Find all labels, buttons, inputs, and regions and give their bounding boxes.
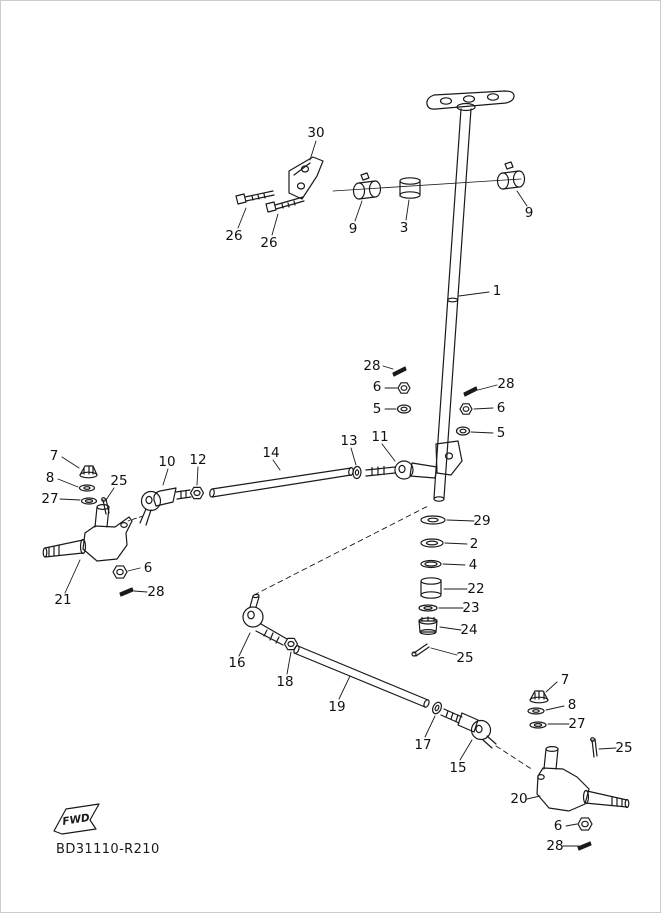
tie-rod-14 (209, 466, 354, 498)
bolt-26-b (265, 196, 305, 213)
nut-18 (283, 637, 299, 651)
clamp-9-left (352, 172, 382, 200)
assembly-dash-lines (253, 504, 534, 771)
washer-8-right (527, 707, 545, 715)
knuckle-21 (42, 504, 133, 562)
bolt-26-a (235, 190, 275, 205)
bracket-30 (288, 156, 324, 200)
washer-8-left (78, 484, 96, 492)
pin-28-b (463, 386, 478, 397)
fwd-label: FWD (62, 812, 91, 828)
pin-28-a (392, 366, 407, 377)
leader-lines (57, 140, 617, 847)
ball-joint-16 (242, 593, 288, 646)
washer-27-right (529, 721, 547, 729)
clamp-9-right (496, 161, 526, 190)
steering-plate (426, 90, 515, 112)
cone-7-left (79, 465, 98, 479)
pin-28-right-knuckle (577, 841, 592, 851)
washer-2 (420, 538, 444, 548)
fwd-flag: FWD (53, 803, 100, 835)
washer-17 (431, 701, 443, 715)
cotter-pin-25-center (411, 643, 430, 657)
washer-13 (352, 465, 362, 480)
washer-29 (420, 515, 446, 525)
washer-5-b (455, 426, 471, 436)
rod-end-15 (440, 708, 497, 749)
nut-6-b (459, 403, 473, 415)
tie-rod-19 (293, 645, 430, 708)
rod-end-10 (127, 487, 192, 526)
bushing-22 (420, 577, 442, 599)
steering-shaft (433, 108, 472, 502)
washer-23 (418, 604, 438, 612)
pin-25-right (590, 737, 598, 758)
cone-7-right (529, 690, 549, 704)
nut-6-left-knuckle (112, 565, 128, 579)
ball-joint-11 (365, 460, 438, 480)
castle-nut-24 (418, 616, 438, 635)
nut-6-a (397, 382, 411, 394)
part-code: BD31110-R210 (56, 842, 160, 857)
ring-4 (420, 559, 442, 569)
pin-28-left-knuckle (119, 587, 134, 597)
nut-6-right-knuckle (577, 817, 593, 831)
nut-12 (189, 486, 205, 500)
knuckle-20 (536, 745, 630, 812)
clamp-axis-line (332, 178, 522, 192)
bushing-3 (399, 177, 421, 199)
washer-27-left (80, 497, 98, 505)
washer-5-a (396, 404, 412, 414)
